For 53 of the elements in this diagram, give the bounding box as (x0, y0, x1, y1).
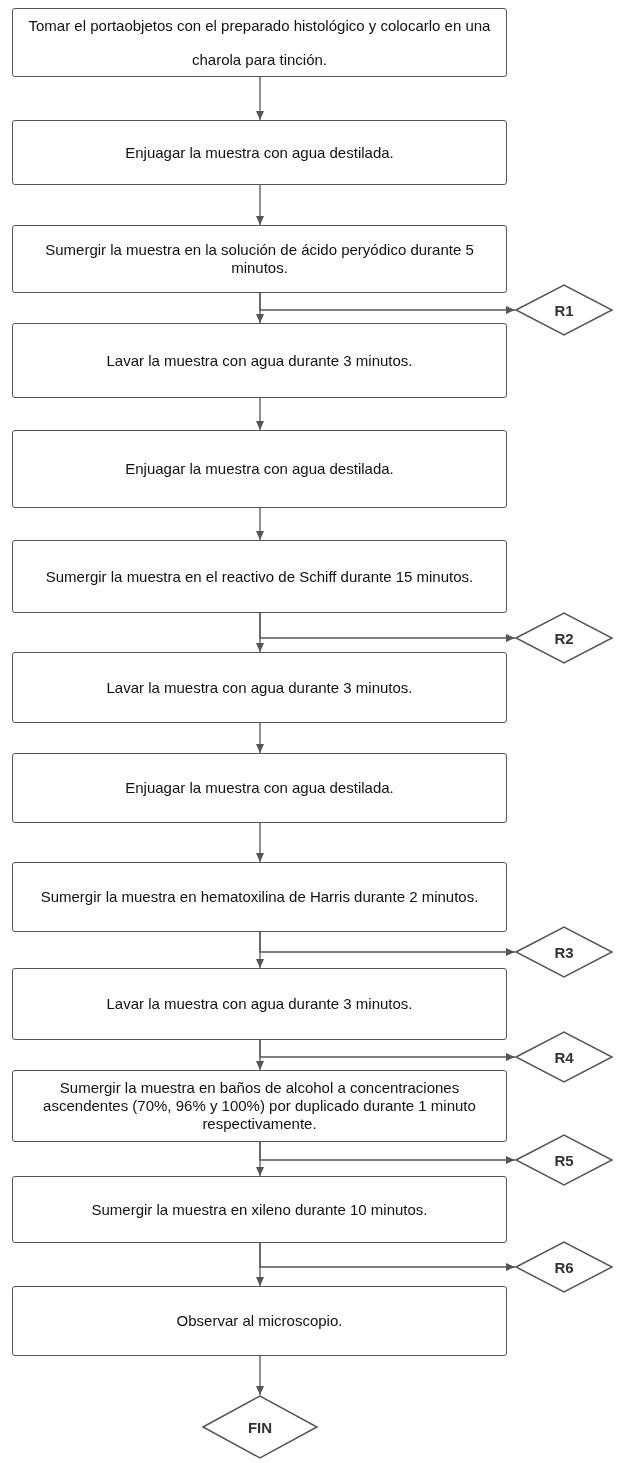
step-text: Tomar el portaobjetos con el preparado histológico y colocarlo en una charola para tinción. (27, 15, 492, 70)
arrow (256, 1141, 264, 1177)
step-text: Enjuagar la muestra con agua destilada. (125, 143, 394, 162)
arrow (256, 397, 264, 431)
process-box (12, 1176, 507, 1243)
step-text: Sumergir la muestra en xileno durante 10 minutos. (91, 1200, 428, 1219)
arrow (256, 931, 264, 969)
diamond-label: R6 (554, 1258, 574, 1276)
step-text: Enjuagar la muestra con agua destilada. (125, 779, 394, 797)
step-text: Sumergir la muestra en el reactivo de Schiff durante 15 minutos. (45, 567, 474, 586)
process-box (12, 225, 507, 293)
diamond-label: R5 (554, 1151, 574, 1169)
step-text: Sumergir la muestra en hematoxilina de Harris durante 2 minutos. (40, 888, 479, 906)
arrow (256, 1039, 264, 1071)
step-text: Sumergir la muestra en baños de alcohol a concentraciones ascendentes (70%, 96% y 100%) por duplicado durante 1 minuto respectivamente. (42, 1079, 477, 1133)
decision-diamond (515, 612, 613, 664)
arrow (256, 1242, 264, 1287)
decision-diamond (202, 1395, 318, 1459)
process-box (12, 968, 507, 1040)
arrow (256, 76, 264, 121)
decision-diamond (515, 1031, 613, 1083)
step-text: Enjuagar la muestra con agua destilada. (125, 460, 394, 478)
decision-diamond (515, 1134, 613, 1186)
process-box (12, 1286, 507, 1356)
arrow (256, 184, 264, 226)
process-box (12, 323, 507, 398)
process-box (12, 1070, 507, 1142)
process-box (12, 430, 507, 508)
diamond-label: R3 (554, 943, 574, 961)
arrow (256, 507, 264, 541)
arrow (256, 292, 264, 324)
step-text: Observar al microscopio. (176, 1312, 343, 1330)
step-text: Lavar la muestra con agua durante 3 minutos. (106, 678, 413, 697)
process-box (12, 8, 507, 77)
process-box (12, 652, 507, 723)
process-box (12, 862, 507, 932)
arrow (256, 612, 264, 653)
decision-diamond (515, 284, 613, 336)
diamond-label: R4 (554, 1048, 574, 1066)
step-text: Lavar la muestra con agua durante 3 minutos. (106, 351, 413, 370)
process-box (12, 753, 507, 823)
arrow (256, 722, 264, 754)
process-box (12, 540, 507, 613)
step-text: Sumergir la muestra en la solución de ácido peryódico durante 5 minutos. (44, 241, 475, 277)
diamond-label: R2 (554, 629, 574, 647)
diamond-label: R1 (554, 301, 574, 319)
arrow (256, 1355, 264, 1396)
decision-diamond (515, 1241, 613, 1293)
diamond-label: FIN (247, 1418, 273, 1436)
decision-diamond (515, 926, 613, 978)
step-text: Lavar la muestra con agua durante 3 minutos. (106, 995, 413, 1013)
process-box (12, 120, 507, 185)
arrow (256, 822, 264, 863)
